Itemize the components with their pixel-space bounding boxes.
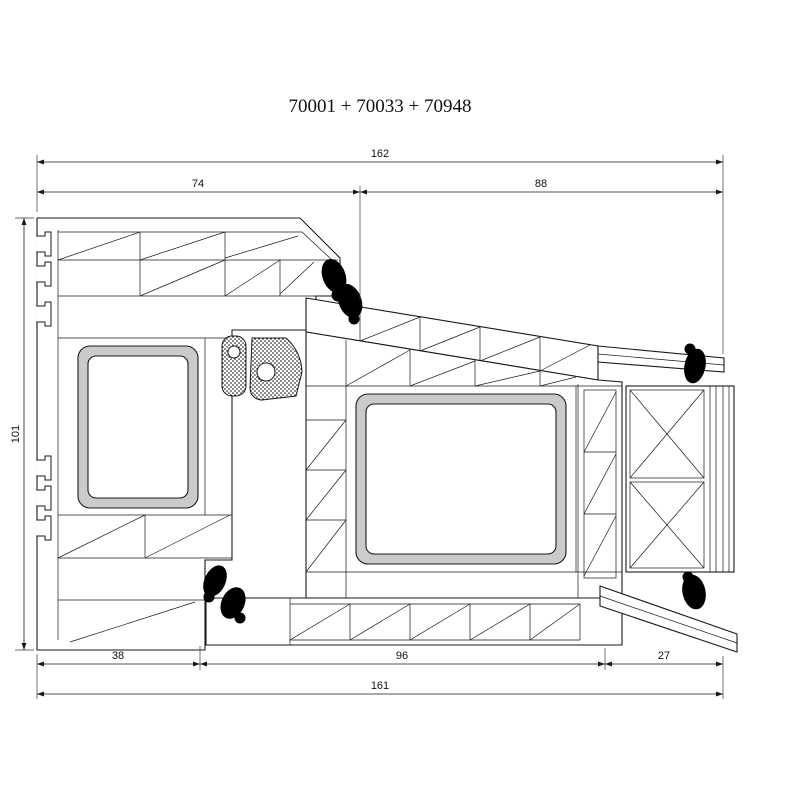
hinge-keeper	[221, 335, 247, 397]
gaskets	[203, 259, 706, 624]
glazing-bead-diagonals	[583, 391, 617, 577]
frame-notch	[36, 455, 52, 481]
sash-chamber-walls	[345, 340, 579, 598]
sash-bottom-band	[205, 597, 623, 646]
gasket-bottom-left-inner	[220, 587, 246, 624]
dim-top-left: 74	[192, 178, 204, 190]
dim-top-right: 88	[535, 178, 547, 190]
sash-bottom-arm-line	[599, 595, 738, 644]
glazing-bead-dividers	[584, 451, 616, 515]
sash-upper-dividers	[409, 349, 541, 386]
sash-bottom-dividers	[289, 598, 581, 645]
sash-upper-diagonals	[345, 349, 577, 387]
sash-bottom-diagonals	[289, 603, 581, 641]
hinge-detail	[221, 335, 303, 401]
hinge-pin-hole	[256, 362, 276, 382]
extension-lines-bottom	[36, 646, 724, 699]
glass-pane-lines	[709, 386, 730, 572]
glass-spacer-cross-top	[629, 389, 705, 479]
drawing-title: 70001 + 70033 + 70948	[289, 96, 472, 117]
glass-spacer-box-top	[629, 389, 705, 479]
glass-spacer-cross-bottom	[629, 481, 705, 569]
sash-top-band-diagonals	[359, 316, 591, 372]
frame-steel-inner	[87, 355, 189, 499]
frame-notch	[36, 515, 52, 541]
dim-top-total: 162	[371, 148, 389, 160]
hinge-body	[249, 337, 303, 401]
sash-steel-inner	[365, 403, 557, 555]
dim-bottom-center: 96	[396, 650, 408, 662]
dimension-lines: 162 74 88 101 38 96 27 161	[10, 148, 724, 699]
frame-cell-diagonals	[57, 231, 315, 643]
gasket-glass-top	[684, 343, 706, 384]
glazing-bead-cells	[583, 389, 617, 579]
gasket-sash-top	[337, 284, 363, 325]
sash-profile	[205, 297, 738, 653]
dim-bottom-left: 38	[112, 650, 124, 662]
dim-left-height: 101	[10, 425, 22, 443]
frame-steel-reinforcement	[77, 345, 199, 509]
dim-bottom-total: 161	[371, 680, 389, 692]
frame-cell-dividers	[139, 232, 281, 558]
gasket-bottom-left-outer	[203, 565, 227, 603]
sash-bottom-arm	[599, 585, 738, 653]
frame-notch	[36, 231, 52, 257]
frame-notch	[36, 261, 52, 287]
hinge-keeper-hole	[227, 345, 241, 359]
sash-top-band-dividers	[359, 307, 541, 371]
sash-left-cell-lines	[306, 419, 346, 521]
sash-left-cell-diagonals	[305, 419, 347, 573]
frame-profile	[36, 217, 341, 651]
glass-spacer-box-bottom	[629, 481, 705, 569]
glazing-unit	[625, 385, 735, 573]
frame-notch	[36, 485, 52, 511]
gasket-glass-bottom	[682, 571, 706, 610]
frame-notch	[36, 301, 52, 327]
glass-unit-outline	[625, 385, 735, 573]
dim-bottom-right: 27	[658, 650, 670, 662]
sash-steel-reinforcement	[355, 393, 567, 565]
